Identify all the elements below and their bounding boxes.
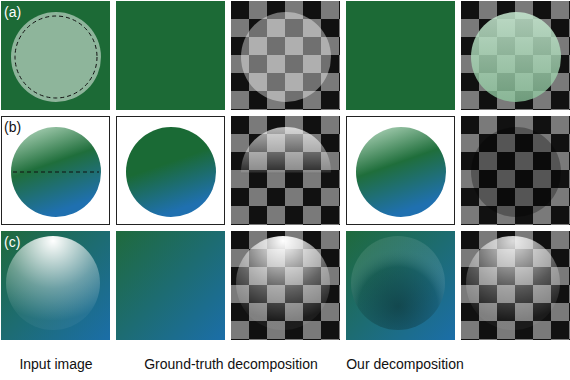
layer-panel — [461, 1, 570, 110]
layer-panel — [461, 231, 570, 340]
background-panel — [346, 116, 455, 225]
column-caption: Input image — [19, 356, 92, 372]
layer-panel — [231, 1, 340, 110]
input-panel — [1, 1, 110, 110]
row-label: (b) — [4, 119, 21, 135]
input-panel — [1, 231, 110, 340]
layer-panel — [231, 231, 340, 340]
background-panel — [116, 231, 225, 340]
input-panel — [1, 116, 110, 225]
background-panel — [116, 1, 225, 110]
layer-panel — [231, 116, 340, 225]
background-panel — [116, 116, 225, 225]
background-panel — [346, 231, 455, 340]
row-label: (c) — [4, 234, 20, 250]
column-caption: Our decomposition — [346, 356, 464, 372]
row-label: (a) — [4, 4, 21, 20]
background-panel — [346, 1, 455, 110]
column-caption: Ground-truth decomposition — [144, 356, 318, 372]
layer-panel — [461, 116, 570, 225]
